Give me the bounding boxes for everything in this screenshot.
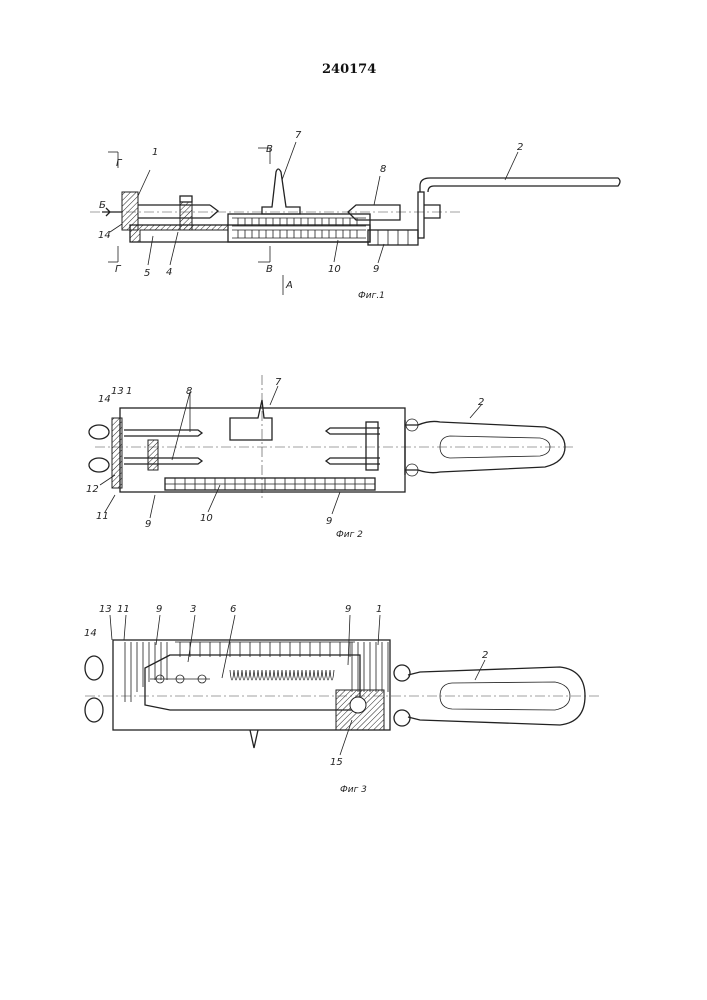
- label: 5: [144, 268, 150, 279]
- patent-number: 240174: [322, 62, 376, 77]
- section-mark: Г: [116, 158, 123, 169]
- figure-3: 13 11 9 3 6 9 1 14 2 15 Фиг 3: [84, 604, 600, 795]
- label: 6: [230, 604, 236, 615]
- figure-caption: Фиг 3: [340, 785, 367, 795]
- label: 7: [295, 130, 302, 141]
- part-7: [262, 169, 300, 214]
- label: 8: [380, 164, 386, 175]
- section-mark: Г: [115, 264, 122, 275]
- body-frame: [120, 408, 405, 492]
- end-plate-1: [112, 418, 122, 488]
- label: 13: [111, 386, 124, 397]
- label: 15: [330, 757, 343, 768]
- nut-9: [368, 230, 418, 245]
- label: 14: [84, 628, 97, 639]
- label: 11: [117, 604, 130, 615]
- label: 1: [152, 147, 158, 158]
- label: 14: [98, 230, 111, 241]
- figure-caption: Фиг 2: [336, 530, 363, 540]
- label: 14: [98, 394, 111, 405]
- nut-9-right: [352, 642, 388, 692]
- label: 3: [190, 604, 196, 615]
- label: 9: [345, 604, 351, 615]
- view-mark: Б: [99, 200, 106, 211]
- label: 9: [326, 516, 332, 527]
- figure-2: 14 13 1 8 7 2 12 11 9 10 9 Фиг 2: [86, 375, 575, 540]
- nut-9-left: [125, 642, 167, 702]
- label: 2: [517, 142, 523, 153]
- label: 4: [166, 267, 172, 278]
- section-mark: В: [266, 144, 273, 155]
- label: 9: [145, 519, 151, 530]
- label: 11: [96, 511, 109, 522]
- label: 10: [328, 264, 341, 275]
- label: 9: [373, 264, 379, 275]
- label: 1: [376, 604, 382, 615]
- label: 12: [86, 484, 99, 495]
- section-mark: В: [266, 264, 273, 275]
- label: 7: [275, 377, 282, 388]
- label: 1: [126, 386, 132, 397]
- view-mark: А: [285, 280, 293, 291]
- end-plate-1: [122, 192, 138, 230]
- part-7: [230, 400, 272, 440]
- label: 8: [186, 386, 192, 397]
- label: 10: [200, 513, 213, 524]
- figure-caption: Фиг.1: [358, 291, 385, 301]
- label: 2: [478, 397, 484, 408]
- carriage-3: [145, 655, 360, 710]
- label: 13: [99, 604, 112, 615]
- label: 9: [156, 604, 162, 615]
- handle-2: [420, 178, 620, 192]
- label: 2: [482, 650, 488, 661]
- figure-1: 1 7 8 2 14 5 4 10 9 Г Г В В Б А Фиг.1: [90, 130, 620, 301]
